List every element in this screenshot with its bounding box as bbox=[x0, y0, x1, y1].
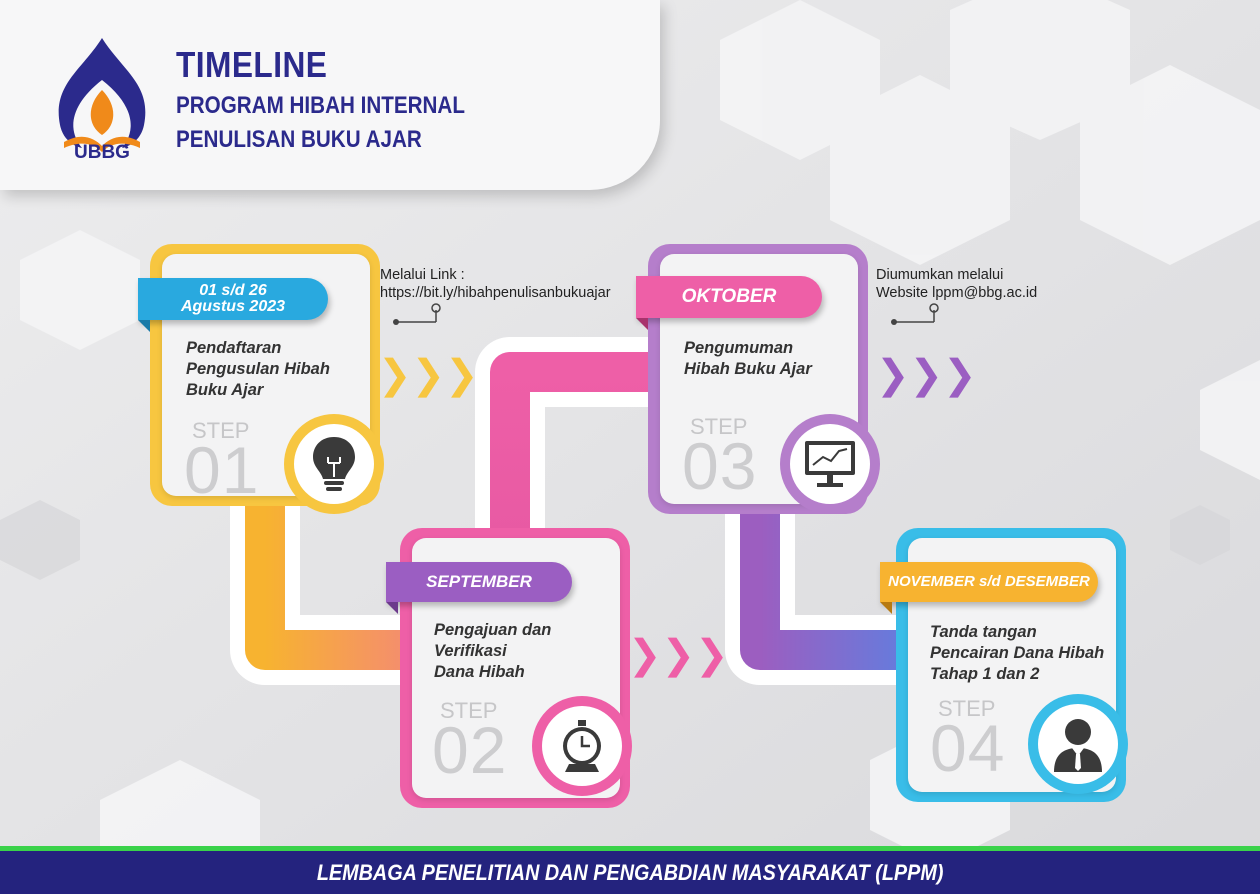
step-4-description: Tanda tangan Pencairan Dana Hibah Tahap … bbox=[930, 623, 1105, 683]
step-3-description: Pengumuman Hibah Buku Ajar bbox=[684, 339, 812, 378]
step-2-description: Pengajuan dan Verifikasi Dana Hibah bbox=[434, 621, 552, 681]
step-1-icon-ring bbox=[284, 414, 384, 514]
step-2-date: SEPTEMBER bbox=[426, 572, 532, 591]
page-subtitle-line1: PROGRAM HIBAH INTERNAL bbox=[176, 92, 465, 119]
businessman-icon bbox=[1054, 719, 1102, 772]
step-1-number: 01 bbox=[184, 433, 260, 507]
step-2-arrows: ❯❯❯ bbox=[628, 633, 729, 677]
step-3-date: OKTOBER bbox=[681, 286, 777, 307]
header-panel: UBBG TIMELINE PROGRAM HIBAH INTERNAL PEN… bbox=[0, 0, 660, 190]
step-4-date-ribbon: NOVEMBER s/d DESEMBER bbox=[880, 562, 1098, 602]
monitor-chart-icon bbox=[805, 441, 855, 487]
step-1-date: 01 s/d 26 Agustus 2023 bbox=[180, 282, 286, 315]
step-1-ribbon-fold bbox=[138, 320, 150, 332]
step-3-icon-ring bbox=[780, 414, 880, 514]
step-4-number: 04 bbox=[930, 711, 1006, 785]
step-1-description: Pendaftaran Pengusulan Hibah Buku Ajar bbox=[186, 339, 330, 399]
step-3-arrows: ❯❯❯ bbox=[876, 353, 977, 397]
ubbg-logo bbox=[58, 38, 146, 152]
stopwatch-icon bbox=[563, 720, 601, 772]
pin-connector-icon bbox=[891, 303, 939, 325]
step-2-icon-ring bbox=[532, 696, 632, 796]
step-3-ribbon-fold bbox=[636, 318, 648, 330]
step-4-label: STEP bbox=[938, 696, 996, 721]
pin-connector-icon bbox=[393, 303, 441, 325]
step-1-date-ribbon: 01 s/d 26 Agustus 2023 bbox=[138, 278, 328, 320]
step-2-date-ribbon: SEPTEMBER bbox=[386, 562, 572, 602]
step-2-number: 02 bbox=[432, 713, 508, 787]
step-4-date: NOVEMBER s/d DESEMBER bbox=[888, 573, 1090, 590]
step-3-note: Diumumkan melalui Website lppm@bbg.ac.id bbox=[876, 267, 1038, 301]
step-3-date-ribbon: OKTOBER bbox=[636, 276, 822, 318]
step-1-note: Melalui Link : https://bit.ly/hibahpenul… bbox=[380, 267, 611, 301]
step-4-icon-ring bbox=[1028, 694, 1128, 794]
logo-text: UBBG bbox=[74, 142, 130, 163]
step-1-arrows: ❯❯❯ bbox=[378, 353, 479, 397]
footer-text: LEMBAGA PENELITIAN DAN PENGABDIAN MASYAR… bbox=[316, 859, 944, 885]
step-2-ribbon-fold bbox=[386, 602, 398, 614]
step-4-ribbon-fold bbox=[880, 602, 892, 614]
step-3-number: 03 bbox=[682, 429, 758, 503]
lightbulb-icon bbox=[313, 437, 355, 491]
footer-bar: LEMBAGA PENELITIAN DAN PENGABDIAN MASYAR… bbox=[0, 846, 1260, 894]
page-subtitle-line2: PENULISAN BUKU AJAR bbox=[176, 126, 422, 153]
step-1-label: STEP bbox=[192, 418, 250, 443]
step-2-label: STEP bbox=[440, 698, 498, 723]
page-title: TIMELINE bbox=[176, 44, 328, 85]
step-3-label: STEP bbox=[690, 414, 748, 439]
